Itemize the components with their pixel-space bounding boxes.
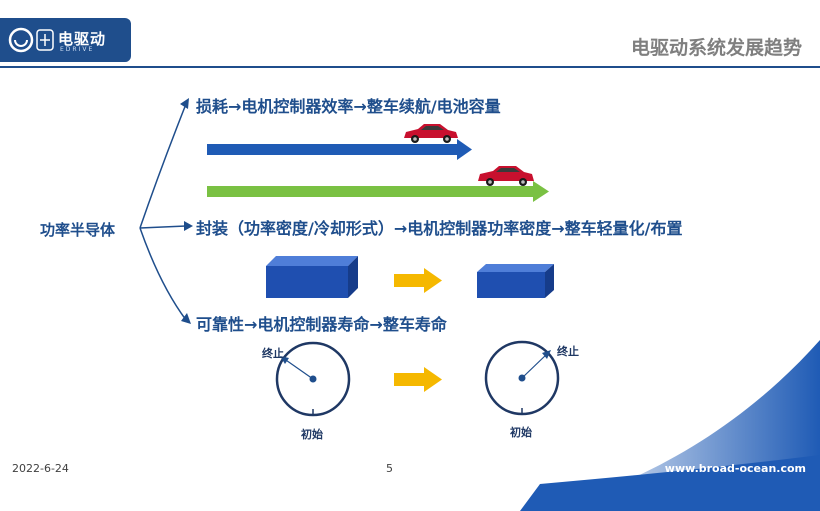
branch-lines [139,103,187,321]
footer-url: www.broad-ocean.com [664,462,806,475]
logo-text: 电驱动 [58,30,107,48]
branch-arrowhead-2 [184,221,193,231]
logo-subtext: EDRIVE [60,46,95,53]
branch-arrowhead-3 [181,313,191,324]
efficiency-arrow-blue [207,139,472,160]
footer-date: 2022-6-24 [12,462,69,475]
footer-swoosh-band [520,455,820,511]
car-icon [404,124,458,143]
branch-label-packaging: 封装（功率密度/冷却形式）→电机控制器功率密度→整车轻量化/布置 [196,219,683,238]
branch-line-2 [139,225,187,229]
transition-arrow-yellow [394,268,442,293]
dial-2-end-label: 终止 [557,345,579,358]
branch-line-3 [139,227,187,321]
branch-arrowheads [180,98,193,324]
slide-title: 电驱动系统发展趋势 [630,37,802,59]
lifetime-dial-short [275,341,351,417]
header-divider [0,66,820,68]
dial-1-end-label: 终止 [262,347,284,360]
lifetime-dial-long [484,340,560,416]
root-node-label: 功率半导体 [40,221,116,239]
branch-line-1 [139,103,187,229]
branch-label-loss: 损耗→电机控制器效率→整车续航/电池容量 [196,97,501,116]
transition-arrow-yellow-dial [394,367,442,392]
car-icon [478,166,534,186]
branch-arrowhead-1 [180,98,189,109]
page-number: 5 [386,462,393,475]
dial-2-start-label: 初始 [510,426,532,439]
logo-mark-icon [8,27,54,53]
efficiency-arrow-green [207,181,549,202]
package-cube-large [266,256,358,298]
package-cube-small [477,264,554,298]
dial-1-start-label: 初始 [301,428,323,441]
company-logo: 电驱动 EDRIVE [0,18,131,62]
branch-label-reliability: 可靠性→电机控制器寿命→整车寿命 [196,315,447,334]
